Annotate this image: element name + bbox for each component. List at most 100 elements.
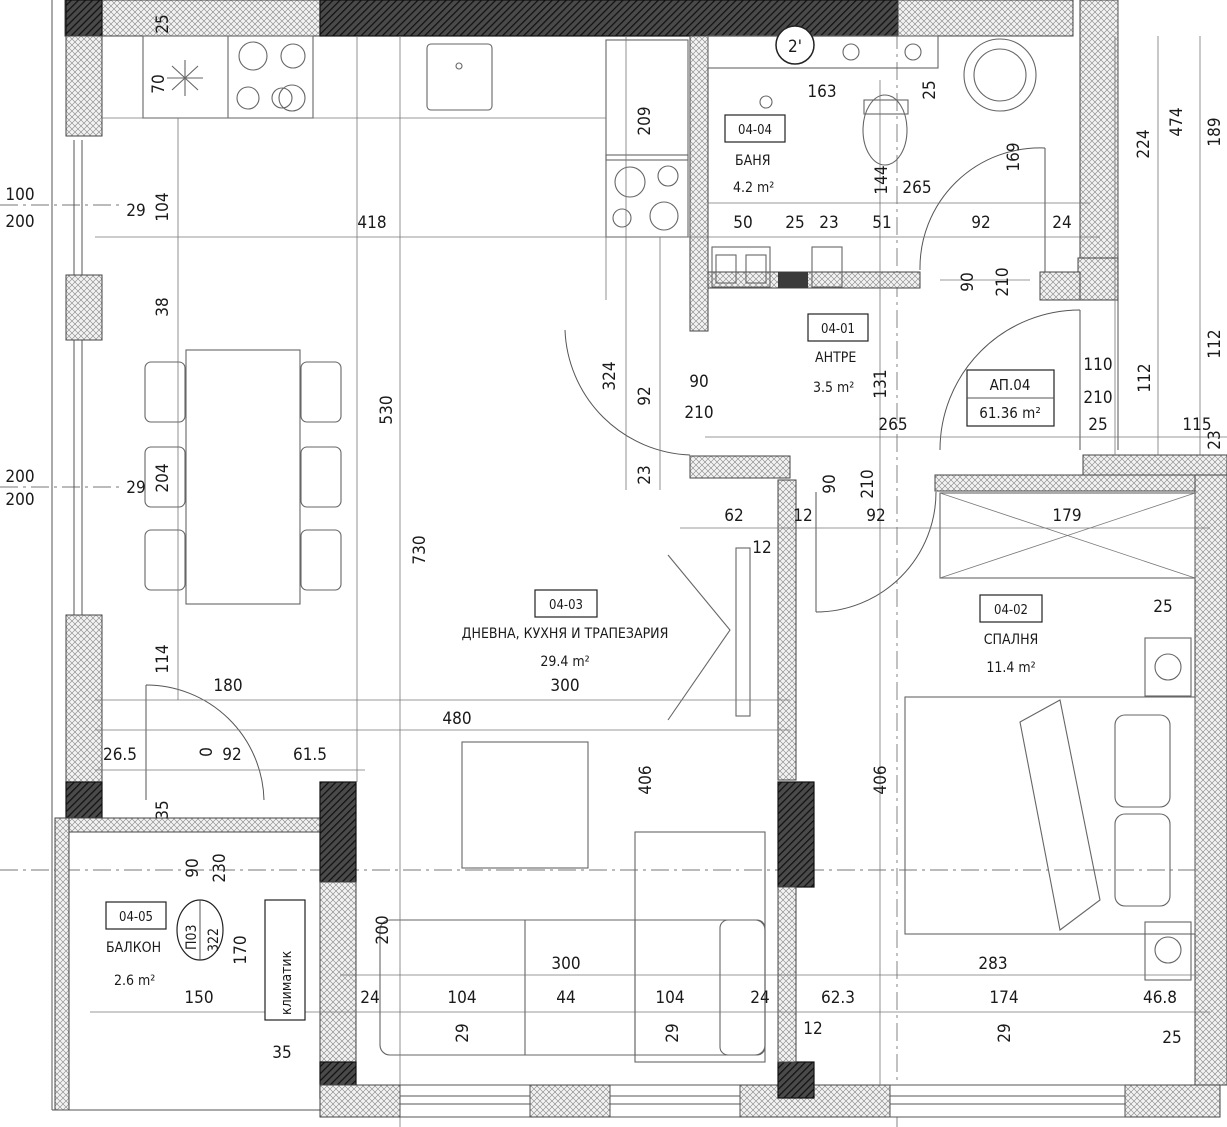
dim-text: 200: [5, 490, 34, 510]
dim-text: 0: [197, 747, 217, 757]
po3-marker: П03 322: [176, 899, 224, 961]
section-marker-label: 2': [788, 37, 802, 57]
dim-text: 324: [600, 361, 620, 390]
dim-text: 25: [920, 80, 940, 99]
dim-text: 62: [724, 506, 743, 526]
dimension-texts-vertical: 25 70 209 25 224 474 189 169 144 104 90 …: [149, 14, 1225, 1042]
dim-text: 23: [1205, 430, 1225, 449]
room-name: АНТРЕ: [815, 350, 856, 366]
dim-text: 29: [663, 1023, 683, 1042]
dim-text: 210: [684, 403, 713, 423]
dim-text: 90: [689, 372, 708, 392]
dim-text: 50: [733, 213, 752, 233]
dim-text: 110: [1083, 355, 1112, 375]
dim-text: 35: [272, 1043, 291, 1063]
air-conditioner: климатик: [264, 899, 306, 1021]
dim-text: 180: [213, 676, 242, 696]
dim-text: 62.3: [821, 988, 855, 1008]
dim-text: 300: [551, 954, 580, 974]
room-label-04-02: 04-02 СПАЛНЯ 11.4 m²: [979, 594, 1043, 676]
dim-text: 131: [871, 369, 891, 398]
dim-text: 530: [377, 395, 397, 424]
dim-text: 24: [1052, 213, 1071, 233]
dim-text: 204: [153, 463, 173, 492]
room-area: 4.2 m²: [733, 180, 774, 196]
dim-text: 112: [1205, 329, 1225, 358]
dim-text: 730: [410, 535, 430, 564]
dim-text: 29: [995, 1023, 1015, 1042]
dim-text: 23: [819, 213, 838, 233]
dim-text: 46.8: [1143, 988, 1177, 1008]
room-name: БАНЯ: [735, 153, 770, 169]
dim-text: 265: [878, 415, 907, 435]
dim-text: 24: [360, 988, 379, 1008]
dim-text: 210: [1083, 388, 1112, 408]
room-name: ДНЕВНА, КУХНЯ И ТРАПЕЗАРИЯ: [462, 626, 669, 642]
dim-text: 480: [442, 709, 471, 729]
room-label-04-04: 04-04 БАНЯ 4.2 m²: [724, 114, 786, 196]
dim-text: 283: [978, 954, 1007, 974]
dim-text: 144: [872, 165, 892, 194]
dim-text: 174: [989, 988, 1018, 1008]
dimension-lines: [90, 36, 1227, 1127]
room-area: 29.4 m²: [540, 654, 589, 670]
dim-text: 104: [153, 192, 173, 221]
dim-text: 92: [866, 506, 885, 526]
dim-text: 25: [153, 14, 173, 33]
dim-text: 112: [1135, 363, 1155, 392]
room-label-04-01: 04-01 АНТРЕ 3.5 m²: [807, 313, 869, 396]
dim-text: 23: [635, 465, 655, 484]
dim-text: 25: [1162, 1028, 1181, 1048]
dim-text: 24: [750, 988, 769, 1008]
dim-text: 169: [1004, 142, 1024, 171]
dim-text: 200: [5, 467, 34, 487]
dim-text: 406: [871, 765, 891, 794]
room-code: 04-01: [821, 322, 855, 337]
dim-text: 29: [126, 478, 145, 498]
room-name: БАЛКОН: [106, 940, 161, 956]
room-label-04-03: 04-03 ДНЕВНА, КУХНЯ И ТРАПЕЗАРИЯ 29.4 m²: [462, 589, 669, 670]
room-area: 2.6 m²: [114, 973, 155, 989]
room-name: СПАЛНЯ: [984, 632, 1039, 648]
dim-text: 104: [447, 988, 476, 1008]
room-code: 04-03: [549, 598, 583, 613]
dim-text: 25: [785, 213, 804, 233]
dim-text: 170: [231, 935, 251, 964]
dim-text: 115: [1182, 415, 1211, 435]
dim-text: 210: [993, 267, 1013, 296]
dim-text: 44: [556, 988, 575, 1008]
dim-text: 209: [635, 106, 655, 135]
dim-text: 265: [902, 178, 931, 198]
dim-text: 114: [153, 644, 173, 673]
dim-text: 12: [803, 1019, 822, 1039]
room-code: 04-05: [119, 910, 153, 925]
dim-text: 92: [635, 386, 655, 405]
room-area: 11.4 m²: [986, 660, 1035, 676]
dim-text: 300: [550, 676, 579, 696]
dim-text: 224: [1134, 129, 1154, 158]
dim-text: 210: [858, 469, 878, 498]
dim-text: 406: [636, 765, 656, 794]
dim-text: 189: [1205, 117, 1225, 146]
dimension-texts: 163 265 100 200 29 418 50 25 23 51 92 24…: [5, 82, 1211, 1063]
windows-bottom: [399, 1084, 1126, 1118]
living-furniture: [379, 547, 766, 1063]
dim-text: 51: [872, 213, 891, 233]
dining-table: [144, 349, 342, 605]
apartment-label: АП.04 61.36 m²: [966, 369, 1055, 427]
dim-text: 35: [153, 800, 173, 819]
dim-text: 12: [793, 506, 812, 526]
dim-text: 104: [655, 988, 684, 1008]
dim-text: 90: [183, 858, 203, 877]
dim-text: 61.5: [293, 745, 327, 765]
doors: [145, 147, 1081, 801]
dim-text: 25: [1088, 415, 1107, 435]
dim-text: 92: [971, 213, 990, 233]
dim-text: 38: [153, 297, 173, 316]
dim-text: 26.5: [103, 745, 137, 765]
apartment-area: 61.36 m²: [979, 404, 1040, 422]
bedroom-furniture: [904, 492, 1196, 981]
dim-text: 92: [222, 745, 241, 765]
